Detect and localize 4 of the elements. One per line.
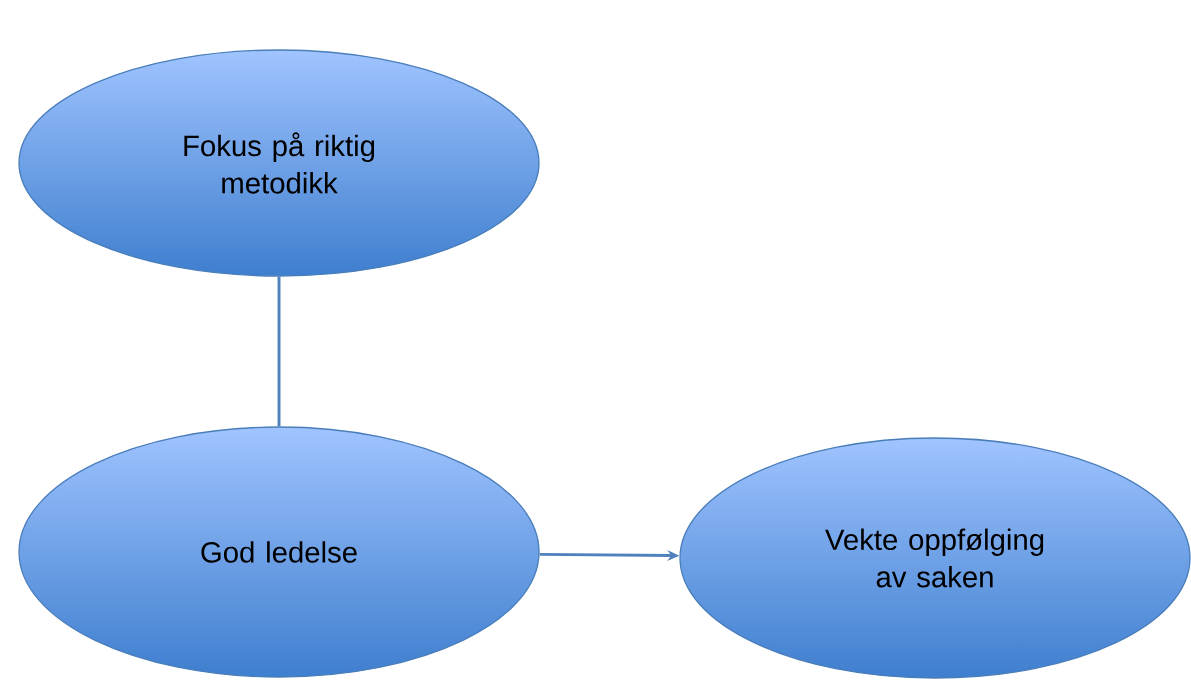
- ellipse-node: God ledelse: [18, 426, 540, 678]
- connector-line: [277, 276, 281, 427]
- ellipse-node: Fokus på riktig metodikk: [18, 49, 540, 277]
- ellipse-node: Vekte oppfølging av saken: [679, 437, 1191, 679]
